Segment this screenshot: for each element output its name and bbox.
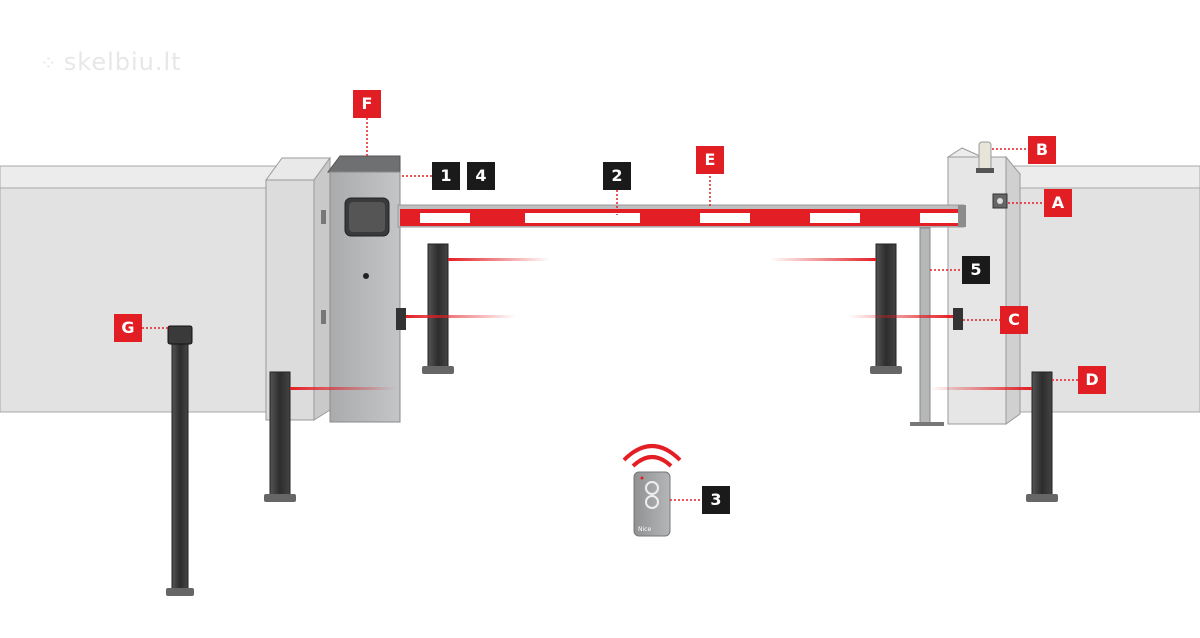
tag-E: E <box>696 146 724 174</box>
tag-D: D <box>1078 366 1106 394</box>
photocell-post-left-inner <box>422 243 454 374</box>
photocell-post-right-inner <box>870 243 902 374</box>
tag-4: 4 <box>467 162 495 190</box>
tag-G: G <box>114 314 142 342</box>
photocell-post-right-outer <box>1026 371 1058 502</box>
remote-brand-text: Nice <box>638 526 651 533</box>
tag-A: A <box>1044 189 1072 217</box>
watermark-logo-icon: ⁘ <box>40 51 58 75</box>
watermark-text: skelbiu.lt <box>63 48 182 76</box>
keypad-post <box>166 325 194 596</box>
left-wall <box>0 165 281 413</box>
barrier-cabinet <box>321 155 406 423</box>
leader-lines <box>142 118 1078 501</box>
photocell-post-left-outer <box>264 371 296 502</box>
infrared-beams <box>290 258 1032 390</box>
remote-control <box>622 444 682 537</box>
tag-B: B <box>1028 136 1056 164</box>
tag-3: 3 <box>702 486 730 514</box>
tag-C: C <box>1000 306 1028 334</box>
tag-5: 5 <box>962 256 990 284</box>
tag-F: F <box>353 90 381 118</box>
watermark: ⁘skelbiu.lt <box>40 48 182 76</box>
tag-2: 2 <box>603 162 631 190</box>
tag-1: 1 <box>432 162 460 190</box>
flashing-light <box>976 141 994 173</box>
boom-arm <box>397 204 966 228</box>
support-post <box>910 227 944 426</box>
right-pillar <box>946 147 1022 425</box>
